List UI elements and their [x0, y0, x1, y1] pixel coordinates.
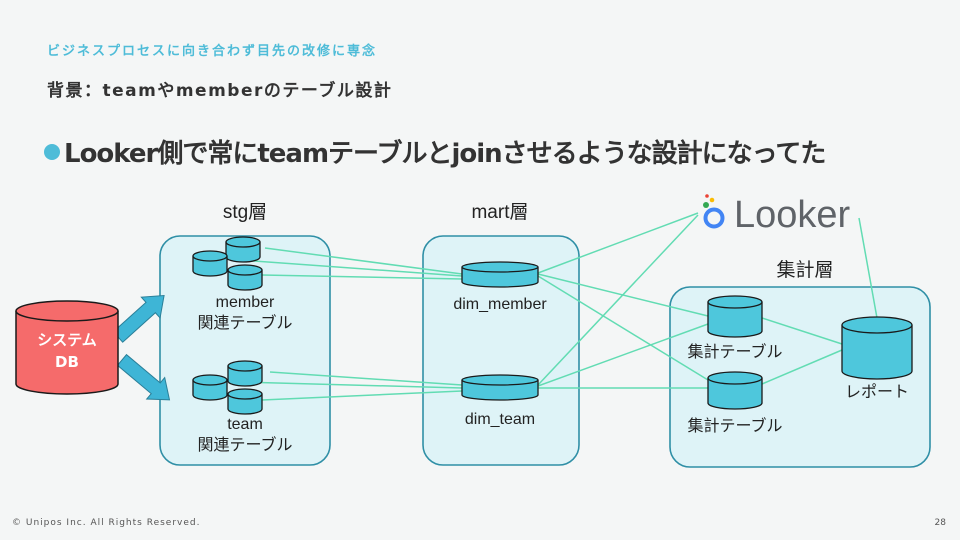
stg-layer-title: stg層 [222, 202, 268, 223]
ingest-arrows [112, 294, 171, 401]
mart-group-box [422, 235, 580, 466]
agg-layer-title: 集計層 [776, 260, 834, 281]
report-cylinder [841, 316, 913, 380]
slide-headline: Looker側で常にteamテーブルとjoinさせるような設計になってた [44, 133, 826, 170]
stg-group-box [159, 235, 331, 466]
agg-table-2-cylinder [707, 371, 763, 410]
connector-lines [239, 212, 878, 401]
dim-team-label: dim_team [464, 411, 536, 428]
bullet-icon [44, 143, 60, 160]
stg-team-label: team 関連テーブル [197, 416, 293, 454]
dim-team-cylinder [461, 374, 539, 401]
looker-logo-text: Looker [734, 194, 851, 236]
copyright-footer: © Unipos Inc. All Rights Reserved. [12, 518, 201, 528]
agg-table-2-label: 集計テーブル [687, 418, 783, 435]
report-label: レポート [844, 384, 909, 401]
slide-subtitle: 背景：teamやmemberのテーブル設計 [47, 81, 393, 101]
stg-member-label: member 関連テーブル [197, 294, 293, 332]
system-db-label: システム DB [37, 331, 97, 371]
looker-logo-icon [703, 194, 725, 229]
section-eyebrow: ビジネスプロセスに向き合わず目先の改修に専念 [47, 44, 378, 59]
system-db-cylinder [15, 300, 119, 395]
mart-layer-title: mart層 [471, 202, 529, 223]
agg-table-1-label: 集計テーブル [687, 344, 783, 361]
page-number: 28 [934, 518, 946, 528]
agg-table-1-cylinder [707, 295, 763, 338]
headline-text: Looker側で常にteamテーブルとjoinさせるような設計になってた [64, 139, 826, 169]
dim-member-cylinder [461, 261, 539, 288]
dim-member-label: dim_member [453, 296, 547, 313]
